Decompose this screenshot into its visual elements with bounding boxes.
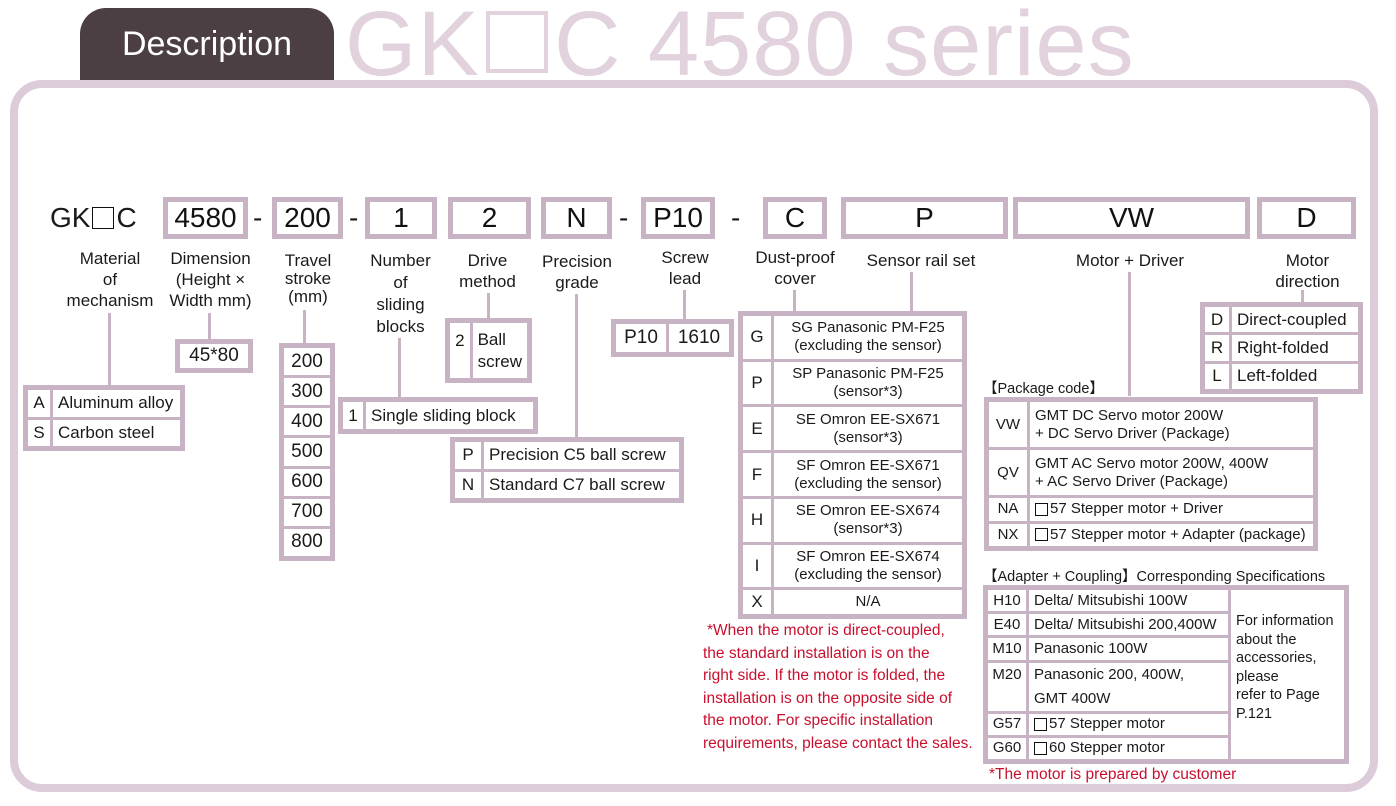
square-symbol-icon [1034, 717, 1047, 731]
table-row: G SG Panasonic PM-F25(excluding the sens… [743, 316, 962, 359]
connector-line [1128, 272, 1131, 396]
precision-table: P Precision C5 ball screw N Standard C7 … [450, 437, 684, 503]
table-row: S Carbon steel [28, 419, 180, 446]
blocks-table: 1 Single sliding block [338, 397, 538, 434]
connector-line [793, 290, 796, 312]
adapter-heading: 【Adapter + Coupling】Corresponding Specif… [983, 569, 1326, 585]
connector-line [303, 310, 306, 347]
code-motor: VW [1013, 197, 1250, 239]
table-row: QV GMT AC Servo motor 200W, 400W+ AC Ser… [989, 450, 1313, 495]
table-row: NX 57 Stepper motor + Adapter (package) [989, 523, 1313, 546]
connector-line [487, 293, 490, 319]
adapter-info: For information about the accessories, p… [1231, 590, 1344, 759]
table-row: D Direct-coupled [1205, 307, 1358, 333]
dash: - [619, 202, 629, 233]
motor-footnote: *The motor is prepared by customer [989, 766, 1237, 783]
travel-table: 200 300 400 500 600 700 800 [279, 343, 335, 561]
connector-line [398, 338, 401, 398]
content-frame [10, 80, 1378, 792]
dimension-table: 45*80 [175, 339, 253, 373]
install-note: *When the motor is direct-coupled, the s… [703, 622, 973, 752]
table-row: I SF Omron EE-SX674(excluding the sensor… [743, 544, 962, 588]
table-row: A Aluminum alloy [28, 390, 180, 417]
table-row: H10 Delta/ Mitsubishi 100W [988, 590, 1228, 612]
connector-line [208, 313, 211, 343]
connector-line [910, 272, 913, 312]
table-row: G57 57 Stepper motor [988, 713, 1228, 735]
table-row: E40 Delta/ Mitsubishi 200,400W [988, 614, 1228, 636]
code-travel: 200 [272, 197, 343, 239]
dash: - [349, 202, 359, 233]
table-row: H SE Omron EE-SX674(sensor*3) [743, 498, 962, 542]
table-row: VW GMT DC Servo motor 200W+ DC Servo Dri… [989, 402, 1313, 447]
table-row: P SP Panasonic PM-F25(sensor*3) [743, 361, 962, 405]
connector-line [575, 294, 578, 438]
dash: - [253, 202, 263, 233]
code-sensor: P [841, 197, 1008, 239]
table-row: M20 Panasonic 200, 400W,GMT 400W [988, 662, 1228, 711]
table-row: P Precision C5 ball screw [455, 442, 679, 469]
connector-line [108, 313, 111, 389]
code-direction: D [1257, 197, 1356, 239]
label-motor-driver: Motor + Driver [1075, 251, 1185, 270]
adapter-table: H10 Delta/ Mitsubishi 100W E40 Delta/ Mi… [983, 585, 1349, 764]
square-symbol-icon [1034, 741, 1047, 755]
table-row: N Standard C7 ball screw [455, 471, 679, 498]
code-precision: N [541, 197, 612, 239]
direction-table: D Direct-coupled R Right-folded L Left-f… [1200, 302, 1363, 394]
table-row: E SE Omron EE-SX671(sensor*3) [743, 407, 962, 451]
code-dust: C [763, 197, 827, 239]
table-row: X N/A [743, 590, 962, 615]
table-row: M10 Panasonic 100W [988, 638, 1228, 660]
square-symbol-icon [92, 207, 115, 229]
description-tab: Description [80, 8, 334, 80]
table-row: L Left-folded [1205, 363, 1358, 389]
package-heading: 【Package code】 [983, 381, 1104, 397]
material-table: A Aluminum alloy S Carbon steel [23, 385, 185, 451]
square-symbol-icon [1035, 502, 1048, 516]
dash: - [731, 202, 741, 233]
table-row: F SF Omron EE-SX671(excluding the sensor… [743, 453, 962, 496]
square-symbol-icon [1035, 528, 1048, 542]
table-row: NA 57 Stepper motor + Driver [989, 498, 1313, 521]
connector-line [683, 290, 686, 320]
package-table: VW GMT DC Servo motor 200W+ DC Servo Dri… [984, 397, 1318, 551]
label-dimension: Dimension(Height ×Width mm) [169, 249, 252, 310]
code-blocks: 1 [365, 197, 437, 239]
square-symbol-icon [485, 11, 548, 73]
table-row: R Right-folded [1205, 335, 1358, 361]
code-dimension: 4580 [163, 197, 248, 239]
connector-line [1301, 290, 1304, 302]
code-drive: 2 [448, 197, 531, 239]
lead-table: P10 1610 [611, 319, 734, 357]
sensor-table: G SG Panasonic PM-F25(excluding the sens… [738, 311, 967, 619]
code-lead: P10 [641, 197, 715, 239]
table-row: G60 60 Stepper motor [988, 737, 1228, 760]
label-sensor: Sensor rail set [866, 251, 976, 270]
